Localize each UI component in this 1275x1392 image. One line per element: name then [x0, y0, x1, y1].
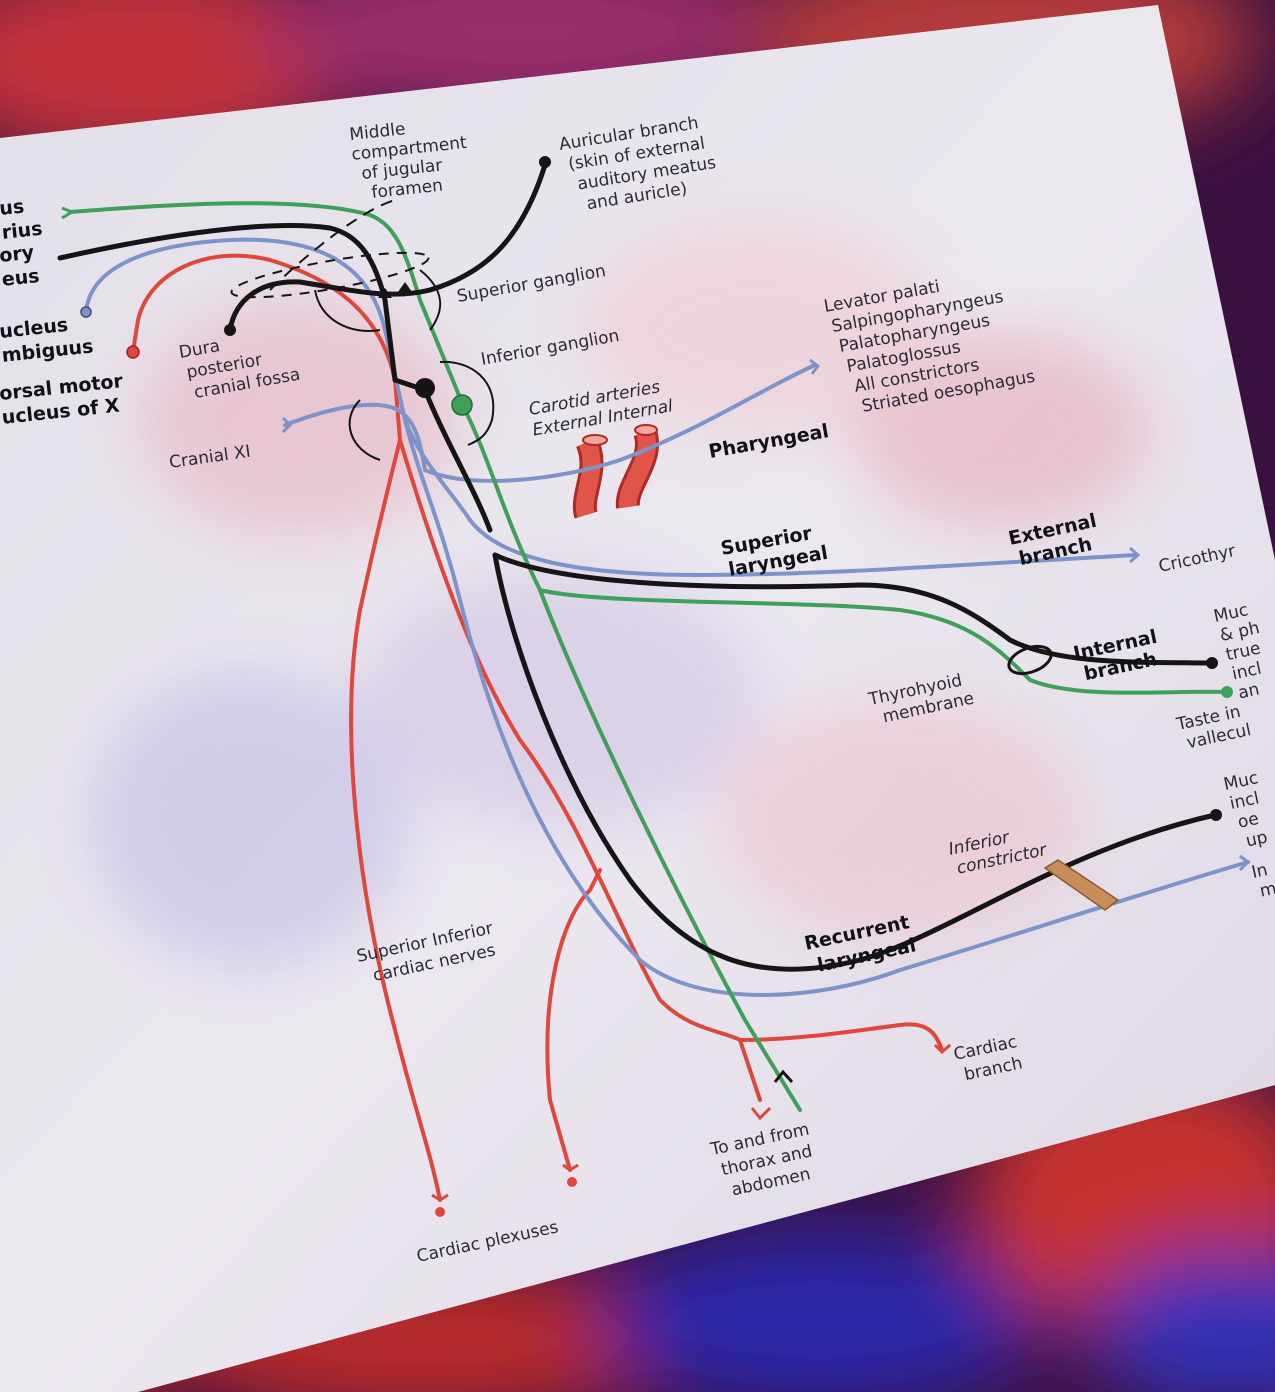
svg-text:ory eus: ory eus [0, 241, 44, 291]
sensory-nucleus-label: ory [0, 241, 36, 267]
nucleus-solitarius-label: us [0, 195, 25, 219]
